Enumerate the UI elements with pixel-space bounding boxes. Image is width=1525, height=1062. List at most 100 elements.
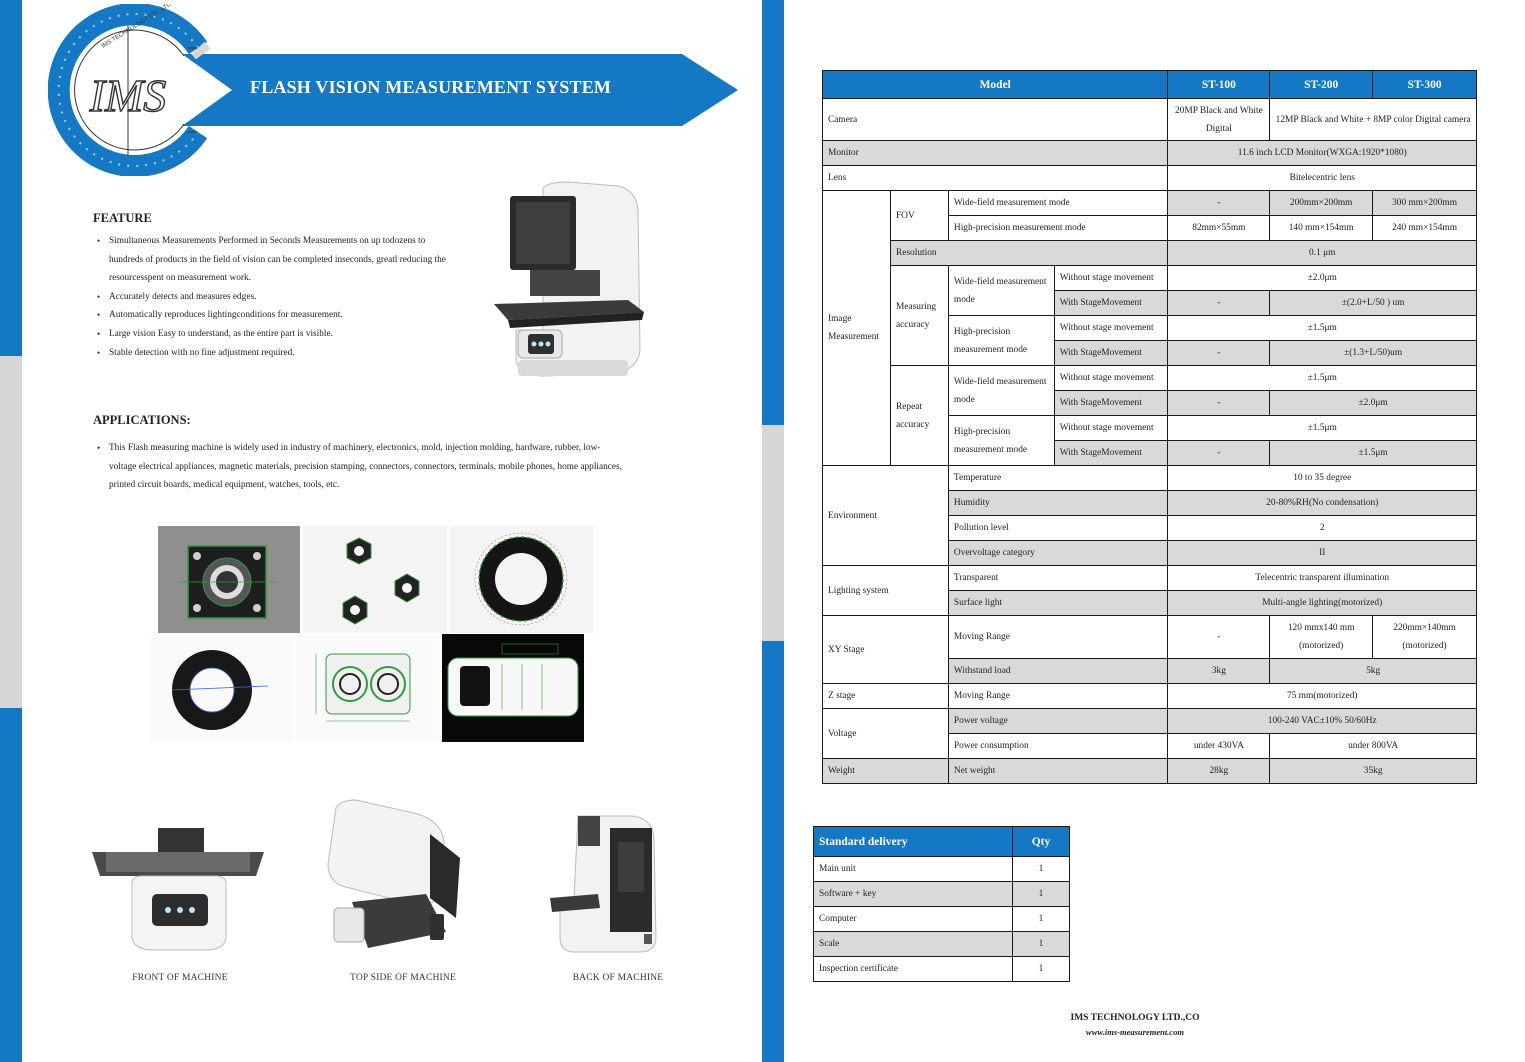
cell-ra-hp-without: ±1.5μm [1167, 415, 1477, 441]
cell-surface: Multi-angle lighting(motorized) [1167, 590, 1477, 616]
table-row: Computer 1 [813, 906, 1070, 932]
table-row: With StageMovement - ±2.0μm [823, 390, 1477, 416]
row-label-monitor: Monitor [821, 140, 1169, 166]
cell-camera-st200-st300: 12MP Black and White + 8MP color Digital… [1269, 98, 1477, 141]
row-label-withstand: Withstand load [947, 658, 1169, 684]
cell-temperature: 10 to 35 degree [1167, 465, 1477, 491]
header-banner [182, 54, 738, 126]
row-label-camera: Camera [821, 98, 1169, 141]
table-row: Image Measurement FOV Wide-field measure… [822, 190, 1477, 466]
applications-line: This Flash measuring machine is widely u… [93, 439, 693, 458]
row-label-moving-range: Moving Range [947, 615, 1169, 659]
cell-monitor: 11.6 inch LCD Monitor(WXGA:1920*1080) [1167, 140, 1477, 166]
row-label-resolution: Resolution [889, 240, 1169, 266]
row-label-power-consumption: Power consumption [947, 733, 1169, 759]
machine-front-image [92, 828, 264, 951]
cell-power-voltage: 100-240 VAC±10% 50/60Hz [1167, 708, 1477, 734]
header-st300: ST-300 [1372, 70, 1477, 99]
left-gray-bar [0, 356, 22, 708]
cell-transparent: Telecentric transparent illumination [1167, 565, 1477, 591]
row-label-high-precision-meas: High-precision measurement mode [947, 415, 1055, 466]
cell-ra-hp-with-st100: - [1167, 440, 1271, 466]
cell-ma-wide-with: ±(2.0+L/50 ) um [1269, 290, 1477, 316]
cell-pollution: 2 [1167, 515, 1477, 541]
header-st100: ST-100 [1167, 70, 1271, 99]
row-label-fov: FOV [889, 190, 949, 241]
machine-top-image [327, 799, 460, 948]
row-label-with-stage: With StageMovement [1053, 340, 1169, 366]
caption-back: BACK OF MACHINE [572, 973, 664, 983]
logo-text: IMS [89, 70, 167, 121]
table-row: Scale 1 [813, 931, 1070, 957]
cell-xy-range-st100: - [1167, 615, 1271, 659]
table-row: Monitor 11.6 inch LCD Monitor(WXGA:1920*… [821, 140, 1477, 166]
cell-fov-wide-st200: 200mm×200mm [1269, 190, 1374, 216]
cell-withstand-st200-st300: 5kg [1269, 658, 1477, 684]
row-label-voltage: Voltage [822, 708, 949, 759]
feature-item: Simultaneous Measurements Performed in S… [93, 232, 493, 251]
delivery-qty: 1 [1012, 856, 1070, 882]
feature-item-continued: hundreds of products in the field of vis… [109, 254, 446, 265]
table-row: Repeat accuracy Wide-field measurement m… [823, 365, 1477, 466]
cell-pc-st200-st300: under 800VA [1269, 733, 1477, 759]
table-row: Overvoltage category II [823, 540, 1477, 566]
sample-hex-nuts-image [303, 526, 447, 633]
sample-bracket-image [296, 636, 439, 742]
delivery-table: Standard delivery Qty Main unit 1 Softwa… [813, 826, 1070, 982]
table-row: Voltage Power voltage 100-240 VAC±10% 50… [822, 708, 1477, 759]
cell-ma-wide-with-st100: - [1167, 290, 1271, 316]
row-label-overvoltage: Overvoltage category [947, 540, 1169, 566]
delivery-qty: 1 [1012, 881, 1070, 907]
delivery-item: Main unit [813, 856, 1013, 882]
cell-fov-wide-st100: - [1167, 190, 1271, 216]
spec-header-row: Model ST-100 ST-200 ST-300 [821, 70, 1477, 99]
feature-item: Accurately detects and measures edges. [93, 288, 493, 307]
middle-blue-bar-bottom [762, 641, 784, 1062]
cell-ra-wide-with: ±2.0μm [1269, 390, 1477, 416]
sample-square-part-image [158, 526, 300, 633]
cell-pc-st100: under 430VA [1167, 733, 1271, 759]
row-label-wide-field-meas: Wide-field measurement mode [947, 265, 1055, 316]
row-label-wide-field-meas: Wide-field measurement mode [947, 365, 1055, 416]
cell-fov-wide-st300: 300 mm×200mm [1372, 190, 1477, 216]
delivery-item: Software + key [813, 881, 1013, 907]
feature-list: Simultaneous Measurements Performed in S… [93, 232, 493, 362]
row-label-weight: Weight [822, 758, 949, 784]
cell-z-range: 75 mm(motorized) [1167, 683, 1477, 709]
table-row: Software + key 1 [813, 881, 1070, 907]
footer-website-link[interactable]: www.ims-measurement.com [1086, 1027, 1184, 1037]
row-label-environment: Environment [822, 465, 949, 566]
delivery-qty-heading: Qty [1012, 826, 1070, 857]
row-label-xy-stage: XY Stage [822, 615, 949, 684]
cell-ma-hp-with: ±(1.3+L/50)um [1269, 340, 1477, 366]
table-row: Inspection certificate 1 [813, 956, 1070, 982]
row-label-image-measurement: Image Measurement [822, 190, 891, 466]
delivery-header-row: Standard delivery Qty [813, 826, 1070, 857]
row-label-without-stage: Without stage movement [1053, 365, 1169, 391]
feature-item-continued: resourcesspent on measurement work. [109, 273, 251, 284]
page-title: FLASH VISION MEASUREMENT SYSTEM [250, 77, 612, 97]
left-blue-bar-bottom [0, 708, 22, 1062]
table-row: Main unit 1 [813, 856, 1070, 882]
cell-xy-range-st200: 120 mmx140 mm (motorized) [1269, 615, 1374, 659]
left-blue-bar-top [0, 0, 22, 356]
table-row: High-precision measurement mode 82mm×55m… [823, 215, 1477, 241]
cell-ma-hp-with-st100: - [1167, 340, 1271, 366]
row-label-repeat-accuracy: Repeat accuracy [889, 365, 949, 466]
caption-top: TOP SIDE OF MACHINE [350, 973, 456, 983]
applications-list: This Flash measuring machine is widely u… [93, 439, 693, 495]
table-row: Lens Bitelecentric lens [821, 165, 1477, 191]
row-label-measuring-accuracy: Measuring accuracy [889, 265, 949, 366]
cell-nw-st100: 28kg [1167, 758, 1271, 784]
row-label-power-voltage: Power voltage [947, 708, 1169, 734]
middle-blue-bar-top [762, 0, 784, 425]
feature-heading: FEATURE [93, 211, 152, 225]
caption-front: FRONT OF MACHINE [132, 973, 228, 983]
cell-ma-wide-without: ±2.0μm [1167, 265, 1477, 291]
row-label-lighting: Lighting system [822, 565, 949, 616]
row-label-high-precision-mode: High-precision measurement mode [947, 215, 1169, 241]
table-row: With StageMovement - ±1.5μm [823, 440, 1477, 466]
row-label-temperature: Temperature [947, 465, 1169, 491]
feature-item: Automatically reproduces lightingconditi… [93, 306, 493, 325]
row-label-net-weight: Net weight [947, 758, 1169, 784]
